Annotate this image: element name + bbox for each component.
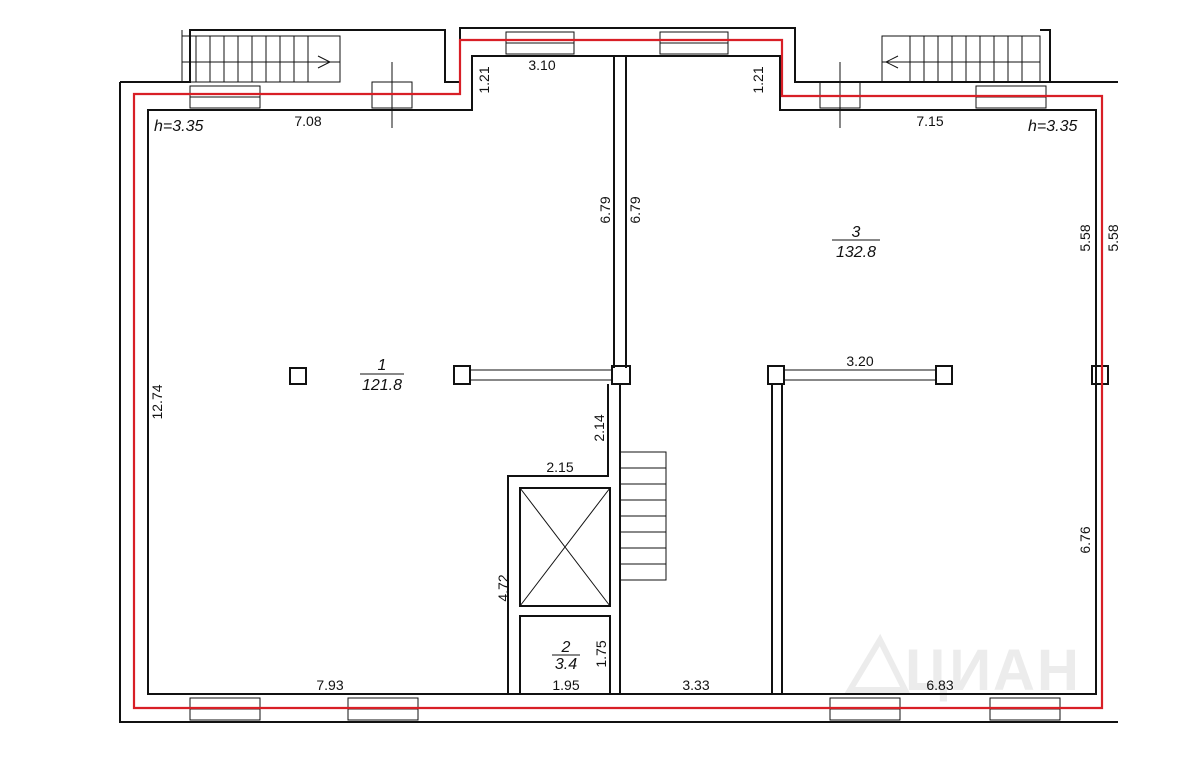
dim-stair-side: 4.72	[495, 574, 511, 601]
dim-top-right-wall: 7.15	[916, 113, 943, 129]
room-number: 3	[852, 224, 861, 241]
dim-right-lower: 6.76	[1077, 526, 1093, 553]
watermark-logo-icon	[844, 633, 910, 693]
dim-top-center: 3.10	[528, 57, 555, 73]
room-2-label: 2 3.4	[552, 639, 580, 673]
dim-bottom-left: 7.93	[316, 677, 343, 693]
room-number: 2	[561, 639, 571, 656]
room-area: 3.4	[555, 656, 577, 673]
ceiling-height-left: h=3.35	[154, 118, 203, 135]
dim-left-wall: 12.74	[149, 384, 165, 419]
watermark-text: ЦИАН	[905, 638, 1081, 703]
dim-partition-left: 6.79	[597, 196, 613, 223]
ceiling-height-right: h=3.35	[1028, 118, 1077, 135]
dim-bottom-center: 3.33	[682, 677, 709, 693]
room-number: 1	[378, 357, 387, 374]
room-area: 132.8	[836, 244, 876, 261]
dim-wc-height: 1.75	[593, 640, 609, 667]
dim-right-upper-outer: 5.58	[1105, 224, 1121, 251]
dim-center-lower: 2.14	[591, 414, 607, 441]
elevator-shaft	[519, 487, 611, 695]
dim-top-right-recess: 1.21	[750, 66, 766, 93]
interior-stair	[619, 451, 667, 581]
room-1-label: 1 121.8	[360, 357, 404, 394]
dim-bottom-right: 6.83	[926, 677, 953, 693]
watermark: ЦИАН	[844, 633, 1081, 703]
dim-stair-top: 2.15	[546, 459, 573, 475]
premises-boundary	[132, 38, 1104, 710]
dim-top-left-recess: 1.21	[476, 66, 492, 93]
dim-right-upper-inner: 5.58	[1077, 224, 1093, 251]
dim-partition-right: 6.79	[627, 196, 643, 223]
room-area: 121.8	[362, 377, 402, 394]
dim-right-partition: 3.20	[846, 353, 873, 369]
stair-block-top-right	[881, 35, 1041, 83]
interior-partitions	[289, 56, 1109, 694]
dim-top-left-wall: 7.08	[294, 113, 321, 129]
dim-bottom-wc: 1.95	[552, 677, 579, 693]
room-3-label: 3 132.8	[832, 224, 880, 261]
stair-block-top-left	[181, 35, 341, 83]
